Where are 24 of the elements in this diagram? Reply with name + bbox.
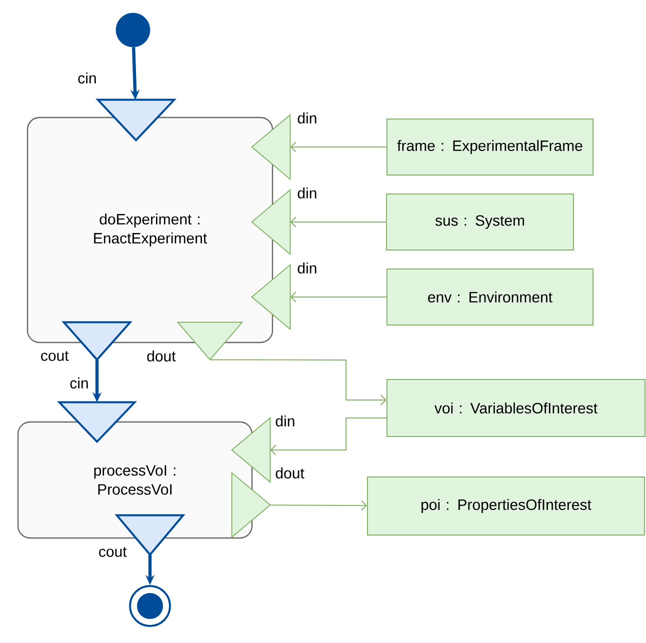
object-box: poi : PropertiesOfInterest [367,476,645,536]
pin-label: cin [70,378,88,388]
arrow [210,359,386,406]
object-box: env : Environment [386,268,594,326]
pin-label: din [276,416,294,426]
object-box: frame : ExperimentalFrame [386,118,594,176]
end-node [129,585,171,627]
pin-label: cout [99,547,127,557]
pin-label: dout [147,350,176,362]
object-box: sus : System [386,194,574,250]
arrow [270,500,367,511]
pin-label: din [298,262,316,274]
start-node [116,12,150,48]
arrow [290,292,387,302]
pin-label: dout [276,467,304,478]
activity-box: doExperiment : EnactExperiment [26,116,274,344]
arrow [290,216,386,228]
pin-label: cout [41,351,69,361]
object-box: voi : VariablesOfInterest [386,379,646,437]
pin-label: cin [78,72,96,84]
pin-label: din [298,188,316,198]
arrow [270,418,387,456]
arrow [290,142,387,152]
pin-label: din [298,112,316,124]
